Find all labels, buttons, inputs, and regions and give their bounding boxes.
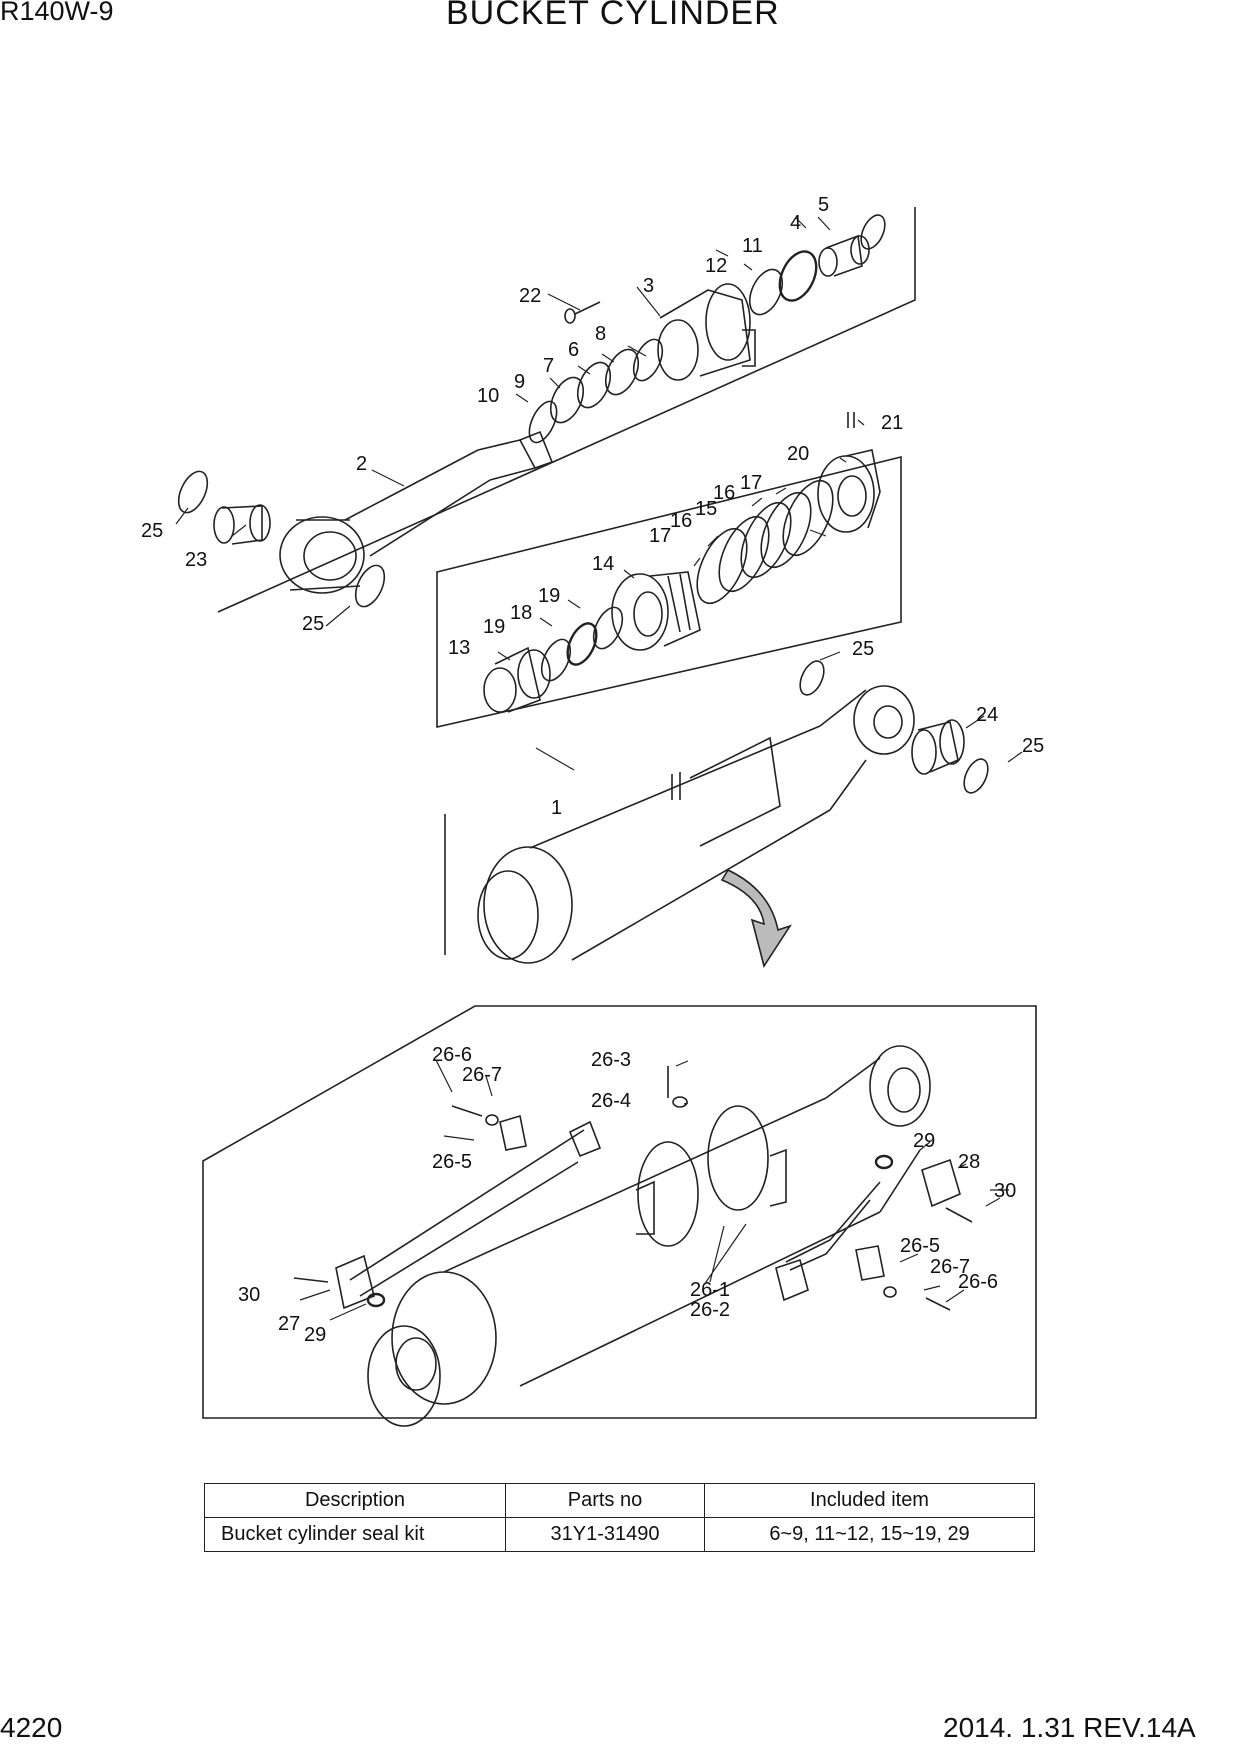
cell-parts-no: 31Y1-31490 (505, 1517, 705, 1552)
callout-11: 11 (742, 235, 763, 257)
callout-29-a: 29 (913, 1130, 935, 1152)
callout-8: 8 (595, 323, 606, 345)
head-seals (528, 338, 664, 444)
piston-rod-part (279, 430, 554, 594)
callout-26-6-b: 26-6 (958, 1271, 998, 1293)
table-row: Bucket cylinder seal kit 31Y1-31490 6~9,… (204, 1517, 1035, 1552)
callout-27: 27 (278, 1313, 300, 1335)
piston-14 (611, 571, 701, 651)
assembly-panel (202, 1005, 1037, 1419)
callout-10: 10 (477, 385, 499, 407)
callouts: 5 4 11 12 3 22 8 6 7 9 10 21 20 2 17 16 … (141, 194, 1044, 1346)
callout-9: 9 (514, 371, 525, 393)
rod-cover-3 (657, 283, 756, 381)
callout-26-6-a: 26-6 (432, 1044, 472, 1066)
rod-panel (217, 207, 916, 613)
callout-17-b: 17 (649, 525, 671, 547)
callout-12: 12 (705, 255, 727, 277)
callout-25-c: 25 (852, 638, 874, 660)
leader-lines (175, 216, 1023, 1321)
callout-23: 23 (185, 549, 207, 571)
callout-4: 4 (790, 212, 801, 234)
ring-25-a (177, 470, 209, 514)
page-number: 4220 (0, 1712, 63, 1743)
callout-26-7-b: 26-7 (930, 1256, 970, 1278)
callout-19-b: 19 (483, 616, 505, 638)
callout-19-a: 19 (538, 585, 560, 607)
callout-22: 22 (519, 285, 541, 307)
bushing-24 (911, 719, 965, 775)
callout-25-a: 25 (141, 520, 163, 542)
callout-25-d: 25 (1022, 735, 1044, 757)
bushing-23 (213, 504, 271, 545)
callout-2: 2 (356, 453, 367, 475)
ring-5 (860, 214, 886, 250)
model-label: R140W-9 (0, 0, 114, 26)
callout-30-a: 30 (994, 1180, 1016, 1202)
callout-26-7-a: 26-7 (462, 1064, 502, 1086)
callout-29-b: 29 (304, 1324, 326, 1346)
callout-26-5-b: 26-5 (900, 1235, 940, 1257)
callout-1: 1 (551, 797, 562, 819)
seal-kit-table: Description Parts no Included item Bucke… (204, 1483, 1035, 1552)
bolt-22 (564, 301, 601, 324)
callout-3: 3 (643, 275, 654, 297)
ring-19-a (540, 638, 572, 682)
assembled-cylinder (293, 1045, 973, 1427)
callout-5: 5 (818, 194, 829, 216)
callout-17-a: 17 (740, 472, 762, 494)
header-parts-no: Parts no (505, 1483, 705, 1518)
cylinder-tube-1 (477, 685, 915, 964)
revision-label: 2014. 1.31 REV.14A (943, 1712, 1196, 1743)
piston-seals (696, 479, 834, 605)
callout-24: 24 (976, 704, 998, 726)
callout-6: 6 (568, 339, 579, 361)
view-arrow (720, 868, 792, 968)
bushing-4 (818, 234, 870, 277)
callout-7: 7 (543, 355, 554, 377)
callout-21: 21 (881, 412, 903, 434)
callout-26-5-a: 26-5 (432, 1151, 472, 1173)
callout-16-a: 16 (713, 482, 735, 504)
callout-13: 13 (448, 637, 470, 659)
callout-25-b: 25 (302, 613, 324, 635)
nut-20 (817, 449, 881, 533)
callout-18: 18 (510, 602, 532, 624)
callout-26-4: 26-4 (591, 1090, 631, 1112)
ring-25-d (963, 758, 989, 794)
callout-30-b: 30 (238, 1284, 260, 1306)
callout-14: 14 (592, 553, 614, 575)
piston-panel (436, 455, 902, 729)
callout-26-1: 26-1 (690, 1279, 730, 1301)
ring-19-b (592, 606, 624, 650)
cell-included-item: 6~9, 11~12, 15~19, 29 (704, 1517, 1035, 1552)
ring-25-c (799, 660, 825, 696)
header-included-item: Included item (704, 1483, 1035, 1518)
callout-20: 20 (787, 443, 809, 465)
header-description: Description (204, 1483, 506, 1518)
callout-26-2: 26-2 (690, 1299, 730, 1321)
set-screw-21 (847, 412, 855, 428)
cell-description: Bucket cylinder seal kit (204, 1517, 506, 1552)
oring-18 (566, 622, 598, 666)
callout-15: 15 (695, 498, 717, 520)
page-title: BUCKET CYLINDER (446, 0, 780, 32)
callout-26-3: 26-3 (591, 1049, 631, 1071)
callout-16-b: 16 (670, 510, 692, 532)
callout-28: 28 (958, 1151, 980, 1173)
ring-12 (748, 268, 784, 316)
table-header-row: Description Parts no Included item (204, 1483, 1035, 1518)
bushing-13 (483, 646, 551, 713)
ring-25-b (354, 564, 386, 608)
ring-11 (778, 250, 818, 302)
